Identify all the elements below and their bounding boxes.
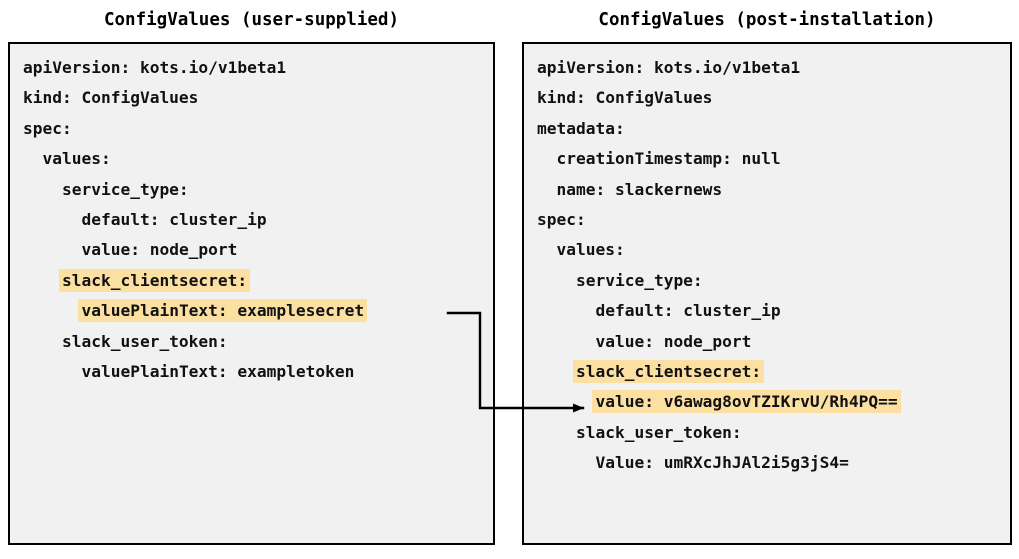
right-code-line: creationTimestamp: null bbox=[537, 144, 1008, 174]
left-code-line: service_type: bbox=[23, 175, 491, 205]
left-code-line-text: default: cluster_ip bbox=[81, 209, 267, 229]
right-code-line-text: name: slackernews bbox=[556, 179, 723, 199]
left-code-line: apiVersion: kots.io/v1beta1 bbox=[23, 53, 491, 83]
right-code-line-indent bbox=[537, 240, 557, 259]
right-code-line: apiVersion: kots.io/v1beta1 bbox=[537, 53, 1008, 83]
right-code-line: name: slackernews bbox=[537, 175, 1008, 205]
right-code-line: slack_clientsecret: bbox=[537, 357, 1008, 387]
left-code-line-text: kind: ConfigValues bbox=[23, 88, 199, 108]
left-code-line-text: slack_clientsecret: bbox=[61, 268, 248, 292]
right-code-line-indent bbox=[537, 332, 595, 351]
right-code-line-text: kind: ConfigValues bbox=[537, 88, 713, 108]
left-code-line-text: valuePlainText: exampletoken bbox=[81, 361, 355, 381]
left-panel-configvalues-user-supplied: apiVersion: kots.io/v1beta1 kind: ConfigV… bbox=[8, 42, 495, 545]
left-code-line-indent bbox=[23, 362, 81, 381]
right-code-line-text: Value: umRXcJhJAl2i5g3jS4= bbox=[595, 453, 849, 473]
left-code-line-indent bbox=[23, 301, 81, 320]
right-code-line: value: v6awag8ovTZIKrvU/Rh4PQ== bbox=[537, 387, 1008, 417]
left-code-line: valuePlainText: examplesecret bbox=[23, 296, 491, 326]
right-code-line-indent bbox=[537, 149, 557, 168]
left-code-line: slack_user_token: bbox=[23, 327, 491, 357]
left-code-line-text: service_type: bbox=[61, 179, 189, 199]
right-code-line-text: service_type: bbox=[575, 270, 703, 290]
right-code-line-text: spec: bbox=[537, 209, 586, 229]
left-panel-code: apiVersion: kots.io/v1beta1 kind: ConfigV… bbox=[23, 53, 491, 387]
left-code-line-text: value: node_port bbox=[81, 240, 238, 260]
right-code-line-indent bbox=[537, 392, 595, 411]
right-panel-code: apiVersion: kots.io/v1beta1 kind: ConfigV… bbox=[537, 53, 1008, 478]
right-code-line: Value: umRXcJhJAl2i5g3jS4= bbox=[537, 448, 1008, 478]
left-code-line: spec: bbox=[23, 114, 491, 144]
right-code-line-indent bbox=[537, 453, 595, 472]
left-code-line: value: node_port bbox=[23, 235, 491, 265]
right-code-line-text: value: v6awag8ovTZIKrvU/Rh4PQ== bbox=[595, 390, 898, 414]
right-code-line-text: creationTimestamp: null bbox=[556, 149, 781, 169]
left-code-line-indent bbox=[23, 240, 81, 259]
left-panel-title: ConfigValues (user-supplied) bbox=[103, 10, 399, 30]
left-code-line-text: apiVersion: kots.io/v1beta1 bbox=[23, 58, 287, 77]
right-code-line: value: node_port bbox=[537, 327, 1008, 357]
right-code-line-text: default: cluster_ip bbox=[595, 301, 781, 321]
left-code-line-text: valuePlainText: examplesecret bbox=[81, 299, 365, 323]
right-code-line: values: bbox=[537, 235, 1008, 265]
left-code-line: values: bbox=[23, 144, 491, 174]
left-code-line-indent bbox=[23, 210, 81, 229]
left-code-line: valuePlainText: exampletoken bbox=[23, 357, 491, 387]
left-code-line-indent bbox=[23, 332, 62, 351]
right-code-line-text: apiVersion: kots.io/v1beta1 bbox=[537, 58, 801, 77]
right-code-line-text: values: bbox=[556, 240, 625, 260]
right-code-line-text: slack_clientsecret: bbox=[575, 359, 762, 383]
right-code-line-indent bbox=[537, 271, 576, 290]
left-code-line-text: slack_user_token: bbox=[61, 331, 228, 351]
left-code-line-text: values: bbox=[42, 149, 111, 169]
left-code-line: slack_clientsecret: bbox=[23, 266, 491, 296]
right-code-line: metadata: bbox=[537, 114, 1008, 144]
left-code-line-indent bbox=[23, 271, 62, 290]
left-code-line: default: cluster_ip bbox=[23, 205, 491, 235]
right-code-line-indent bbox=[537, 180, 557, 199]
right-code-line-indent bbox=[537, 301, 595, 320]
right-code-line: kind: ConfigValues bbox=[537, 83, 1008, 113]
left-code-line-text: spec: bbox=[23, 118, 72, 138]
right-code-line: service_type: bbox=[537, 266, 1008, 296]
right-code-line: spec: bbox=[537, 205, 1008, 235]
right-code-line-indent bbox=[537, 423, 576, 442]
right-code-line-text: value: node_port bbox=[595, 331, 752, 351]
right-code-line-text: slack_user_token: bbox=[575, 422, 742, 442]
right-code-line-text: metadata: bbox=[537, 118, 625, 138]
right-panel-configvalues-post-installation: apiVersion: kots.io/v1beta1 kind: ConfigV… bbox=[522, 42, 1012, 545]
right-code-line: default: cluster_ip bbox=[537, 296, 1008, 326]
right-code-line-indent bbox=[537, 362, 576, 381]
left-code-line: kind: ConfigValues bbox=[23, 83, 491, 113]
right-code-line: slack_user_token: bbox=[537, 418, 1008, 448]
right-panel-title: ConfigValues (post-installation) bbox=[598, 10, 936, 30]
left-code-line-indent bbox=[23, 149, 43, 168]
left-code-line-indent bbox=[23, 180, 62, 199]
